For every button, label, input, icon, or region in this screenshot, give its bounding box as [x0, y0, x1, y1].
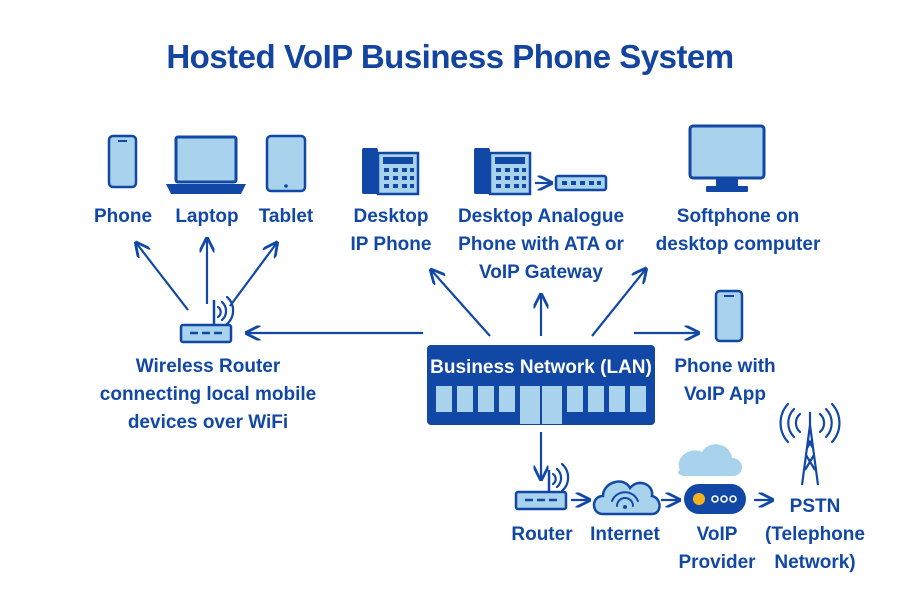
laptop-icon	[166, 135, 246, 194]
router-icon	[514, 470, 568, 511]
arrow-to-phone	[137, 244, 189, 311]
wifi-signal-icon	[216, 295, 235, 326]
diagram-title: Hosted VoIP Business Phone System	[166, 38, 734, 75]
internet-label: Internet	[590, 524, 660, 545]
lan-switch-icon	[427, 345, 655, 425]
tablet-icon	[265, 134, 307, 193]
laptop-label: Laptop	[175, 206, 239, 227]
cell-tower-icon	[779, 402, 841, 486]
analogue-phone-icon	[474, 148, 532, 196]
desktop-ip-phone-label: Desktop IP Phone	[350, 206, 432, 255]
tablet-label: Tablet	[258, 206, 314, 227]
business-network-label: Business Network (LAN)	[430, 357, 652, 378]
softphone-label: Softphone on desktop computer	[655, 206, 821, 255]
router-wifi-icon	[551, 462, 570, 493]
desktop-ip-phone-icon	[362, 148, 420, 196]
ata-device-icon	[554, 174, 608, 192]
wireless-router-icon	[179, 300, 233, 344]
voip-app-phone-icon	[714, 289, 744, 343]
phone-voip-app-label: Phone with VoIP App	[674, 356, 776, 405]
router-label: Router	[511, 524, 573, 545]
pstn-label: PSTN (Telephone Network)	[765, 496, 865, 573]
arrow-to-tablet	[229, 244, 276, 307]
monitor-icon	[688, 124, 766, 192]
voip-provider-icon	[678, 444, 746, 514]
desktop-analogue-label: Desktop Analogue Phone with ATA or VoIP …	[457, 206, 625, 283]
voip-provider-label: VoIP Provider	[678, 524, 756, 573]
cloud-icon	[592, 480, 661, 516]
arrow-to-ip-phone	[432, 271, 491, 337]
arrow-to-softphone	[591, 270, 645, 337]
phone-icon	[107, 134, 138, 189]
phone-label: Phone	[93, 206, 153, 227]
wireless-router-label: Wireless Router connecting local mobile …	[99, 356, 317, 433]
